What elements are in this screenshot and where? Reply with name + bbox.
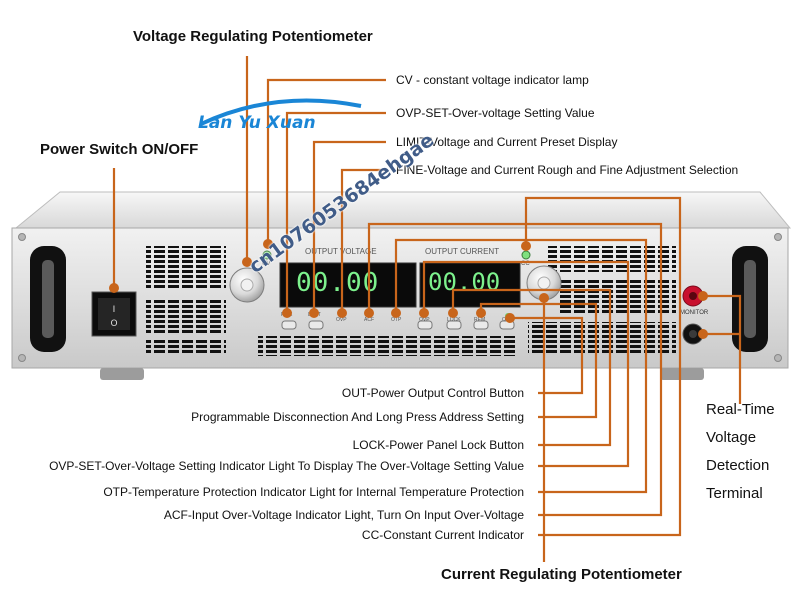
chassis-top [14,191,792,229]
callout-out: OUT-Power Output Control Button [341,386,524,400]
current-pot-title: Current Regulating Potentiometer [441,566,682,583]
realtime-line: Terminal [706,485,763,502]
callout-acf: ACF-Input Over-Voltage Indicator Light, … [163,508,524,522]
callout-fine: FINE-Voltage and Current Rough and Fine … [396,163,739,177]
button-label: REM [474,317,486,323]
cv-label: CV [262,261,271,267]
current-display: 00.00 [428,268,501,296]
output-current-label: OUTPUT CURRENT [425,247,500,256]
realtime-line: Real-Time [706,401,775,418]
svg-text:I: I [113,305,116,315]
cc-label: CC [521,261,530,267]
current-display-window [419,262,521,308]
callout-limit: LIMIT-Voltage and Current Preset Display [396,135,618,149]
callout-ovp-set-bottom: OVP-SET-Over-Voltage Setting Indicator L… [49,459,524,473]
callout-cv: CV - constant voltage indicator lamp [396,73,589,87]
voltage-display-window [279,262,417,308]
voltage-display: 00.00 [296,268,380,298]
callout-cc: CC-Constant Current Indicator [361,528,524,542]
monitor-label: MONITOR [680,310,709,316]
callout-rem: Programmable Disconnection And Long Pres… [191,410,524,424]
realtime-title: Real-Time Voltage Detection Terminal [706,396,775,508]
realtime-line: Voltage [706,429,757,446]
button-label: OTP [391,317,402,323]
callout-otp: OTP-Temperature Protection Indicator Lig… [103,485,524,499]
cv-lamp [262,250,272,260]
brand-watermark: Lan Yu Xuan [198,113,316,133]
callout-ovp-set-top: OVP-SET-Over-voltage Setting Value [396,106,595,120]
callout-lock: LOCK-Power Panel Lock Button [352,438,524,452]
svg-text:O: O [110,319,117,329]
output-voltage-label: OUTPUT VOLTAGE [305,247,377,256]
button-label: LOCK [447,317,461,323]
button-label: OVP [336,317,347,323]
button-label: OVP [419,317,430,323]
voltage-pot-title: Voltage Regulating Potentiometer [133,28,373,45]
power-switch-title: Power Switch ON/OFF [40,141,199,158]
realtime-line: Detection [706,457,770,474]
button-label: ACF [364,317,374,323]
brand-swoosh [200,98,362,126]
